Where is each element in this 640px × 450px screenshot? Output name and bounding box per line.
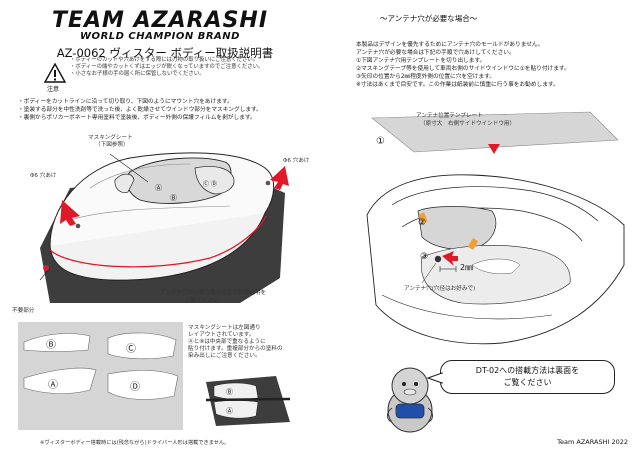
placement-marker-a: Ⓐ: [226, 407, 233, 415]
masking-sheet-ref: （下図参照）: [95, 142, 129, 148]
caution-line: ・小さなお子様の手の届く所に保管しないでください。: [70, 71, 205, 77]
masking-note: マスキングシートは左図通り レイアウトされています。 Ⓐと⑧は中央部で重なるよう…: [188, 325, 313, 360]
hole-arrow-left: [60, 200, 80, 226]
antenna-section-title: ～アンテナ穴が必要な場合～: [380, 14, 478, 23]
marker-c: Ⓒ: [203, 180, 209, 188]
sheet-marker-b: Ⓑ: [46, 339, 56, 351]
sheet-marker-a: Ⓐ: [48, 379, 58, 391]
antenna-template: [371, 111, 619, 154]
masking-note-line: マスキングシートは左図通り: [188, 325, 261, 331]
marker-b: Ⓑ: [170, 194, 177, 202]
step-line: ・裏側からポリカーボネート専用塗料で塗装後、ボディー外側の保護フィルムを剥がしま…: [18, 115, 256, 121]
document-title: AZ-0062 ヴィスター ボディー取扱説明書: [56, 46, 274, 60]
step-line: ・塗装する部分を中性洗剤等で洗った後、よく乾燥させてウインドウ部分をマスキングし…: [18, 107, 262, 113]
footer-note: ※ヴィスターボディー搭載時には(残念ながら)ドライバー人形は搭載できません。: [40, 440, 230, 446]
antenna-note-line1: アンテナ穴が必要な場合は右の詳細説明を: [160, 290, 267, 296]
sheet-marker-d: Ⓓ: [130, 381, 140, 393]
marker-a: Ⓐ: [155, 184, 162, 192]
antenna-note-line2: ご覧ください: [185, 298, 219, 304]
waste-label: 不要部分: [12, 308, 35, 314]
speech-tail: [427, 372, 443, 384]
antenna-arrow: [442, 251, 458, 266]
masking-note-line: レイアウトされています。: [188, 332, 255, 338]
warning-icon: [44, 63, 66, 83]
antenna-line: ①下図アンテナ穴用テンプレートを切り出します。: [356, 58, 486, 64]
instruction-steps: ・ボディーをカットラインに沿って切り取り、下図のようにマウント穴をあけます。 ・…: [18, 98, 323, 122]
marker-d: Ⓓ: [211, 180, 217, 188]
masking-sheet-label: マスキングシート: [88, 135, 133, 141]
speech-line: ご覧ください: [503, 378, 552, 387]
antenna-line: ※寸法はあくまで目安です。この作業は紙装前に慎重に行う事をお勧めします。: [356, 82, 559, 88]
dimension-label: 2㎜: [460, 263, 474, 272]
hole-label-left: Φ6 穴あけ: [30, 173, 57, 179]
step2-marker: ②: [418, 218, 427, 228]
masking-note-line: 貼り付けます。重複部分からの塗料の: [188, 346, 283, 352]
masking-sheet-diagram: Ⓑ Ⓒ Ⓐ Ⓓ: [18, 322, 183, 430]
antenna-hole-label: アンテナ穴(穴径はお好みで): [404, 286, 476, 292]
caution-text: ・ボディーのカットや穴あけをする際には刃物の取り扱いにご注意ください。 ・ボディ…: [70, 57, 310, 78]
caution-line: ・ボディーのカットや穴あけをする際には刃物の取り扱いにご注意ください。: [70, 57, 259, 63]
step3-marker: ③: [420, 252, 429, 262]
caution-line: ・ボディーの端やカットくずはエッジが鋭くなっていますのでご注意ください。: [70, 64, 264, 70]
mount-hole: [265, 180, 271, 186]
antenna-placement-diagram: [366, 174, 625, 345]
template-subtitle: （原寸大 右側サイドウインドウ用）: [420, 121, 516, 127]
step-line: ・ボディーをカットラインに沿って切り取り、下図のようにマウント穴をあけます。: [18, 99, 233, 105]
antenna-line: ②マスキングテープ等を使用して車両右側のサイドウインドウに①を貼り付けます。: [356, 66, 570, 72]
hole-arrow-right: [270, 166, 289, 190]
tape-right: [467, 238, 479, 250]
antenna-instructions: 本製品はデザインを優先するためにアンテナ穴のモールドがありません。 アンテナ穴が…: [356, 41, 626, 89]
hole-label-right: Φ6 穴あけ: [283, 158, 310, 164]
antenna-line: アンテナ穴が必要な場合は下記の手順で穴あけしてください。: [356, 50, 515, 56]
masking-note-line: 染み出しにご注意ください。: [188, 353, 261, 359]
footer-credit: Team AZARASHI 2022: [557, 438, 628, 446]
masking-placement-diagram: Ⓑ Ⓐ: [205, 376, 291, 426]
waste-marker: [43, 265, 49, 271]
antenna-line: 本製品はデザインを優先するためにアンテナ穴のモールドがありません。: [356, 42, 544, 48]
brand-logo: TEAM AZARASHI: [51, 8, 269, 33]
speech-bubble: DT-02への搭載方法は裏面を ご覧ください: [440, 360, 615, 394]
mascot-seal-icon: [387, 367, 433, 433]
antenna-line: ③矢印の位置から2㎜程度外側の位置に穴を空けます。: [356, 74, 495, 80]
antenna-hole: [434, 255, 442, 263]
masking-note-line: Ⓐと⑧は中央部で重なるように: [188, 339, 266, 345]
placement-marker-b: Ⓑ: [226, 388, 233, 396]
template-title: アンテナ位置テンプレート: [416, 113, 483, 119]
caution-label: 注意: [47, 86, 60, 93]
sheet-marker-c: Ⓒ: [126, 343, 136, 355]
mount-hole: [75, 223, 81, 229]
body-diagram: Ⓐ Ⓑ Ⓒ Ⓓ: [39, 152, 289, 303]
step1-marker: ①: [376, 136, 385, 147]
tape-left: [418, 212, 428, 224]
brand-tagline: WORLD CHAMPION BRAND: [80, 31, 240, 42]
speech-line: DT-02への搭載方法は裏面を: [475, 366, 580, 375]
template-arrow: [488, 144, 500, 154]
